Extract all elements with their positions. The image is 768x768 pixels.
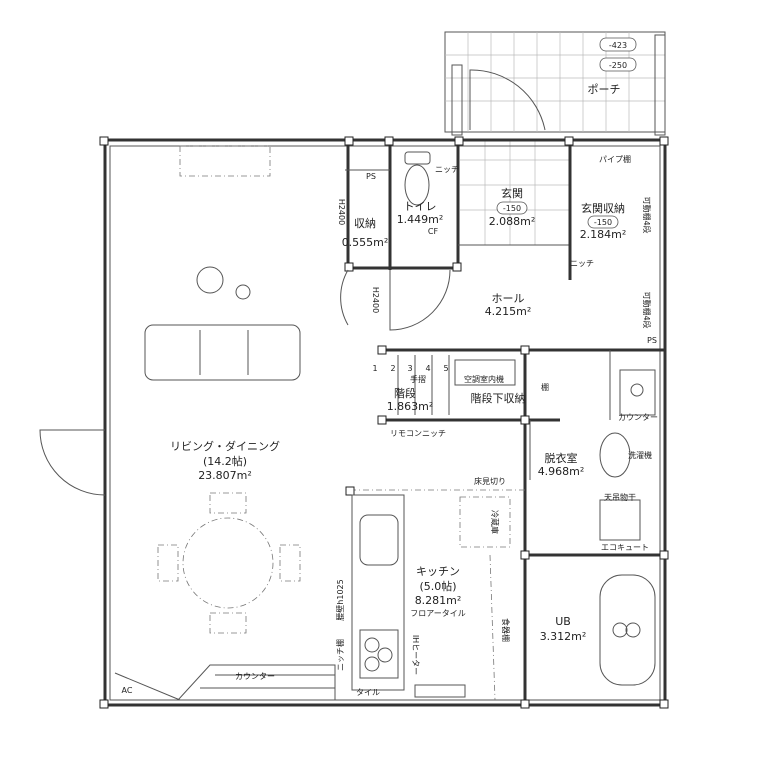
porch-level2: -250 (609, 61, 627, 70)
dressing-area: 4.968m² (538, 465, 585, 478)
movable-shelf-label-2: 可動棚4段 (642, 291, 652, 328)
cupboard-label: 食器棚 (501, 618, 511, 642)
storage-door-swing[interactable] (340, 269, 349, 326)
entrance-level: -150 (503, 204, 521, 213)
porch-label: ポーチ (588, 83, 621, 96)
counter (114, 664, 336, 701)
ps-label-1: PS (366, 172, 376, 181)
counter-label-2: カウンター (618, 413, 658, 422)
wall-height-label: 腰壁h1025 (335, 579, 345, 620)
pipe-shelf-label: パイプ棚 (599, 154, 631, 164)
shelf-label: 棚 (541, 382, 549, 392)
h2400-label-1: H2400 (337, 199, 346, 225)
ceiling-dryer-label: 天吊物干 (604, 492, 636, 502)
hall-area: 4.215m² (485, 305, 532, 318)
storage-area: 0.555m² (342, 236, 389, 249)
ps-label-2: PS (647, 336, 657, 345)
living-table (196, 266, 251, 300)
bathtub (599, 574, 656, 686)
kitchen-tatami: (5.0帖) (419, 580, 456, 593)
under-stairs-label: 階段下収納 (471, 391, 526, 405)
niche-label-1: ニッチ (435, 165, 459, 174)
living-label: リビング・ダイニング (170, 439, 280, 453)
toilet-door-swing[interactable] (389, 269, 451, 331)
stair-step-4: 4 (425, 364, 430, 373)
h2400-label-2: H2400 (371, 287, 380, 313)
fridge-label: 冷蔵庫 (490, 510, 500, 534)
living-area: 23.807m² (198, 469, 252, 482)
toilet-area: 1.449m² (397, 213, 444, 226)
living-tatami: (14.2帖) (203, 455, 247, 468)
sofa (144, 324, 301, 381)
stair-step-5: 5 (443, 364, 448, 373)
ih-label: IHヒーター (411, 635, 420, 675)
dining-table (157, 492, 301, 634)
entrance-area: 2.088m² (489, 215, 536, 228)
stair-step-2: 2 (390, 364, 395, 373)
porch-level1: -423 (609, 41, 627, 50)
structural-posts (99, 136, 669, 709)
kitchen-area: 8.281m² (415, 594, 462, 607)
stair-step-3: 3 (407, 364, 412, 373)
toilet-label: トイレ (404, 200, 437, 213)
porch-area (444, 31, 666, 136)
bath-area: 3.312m² (540, 630, 587, 643)
kitchen-counter (351, 494, 405, 691)
niche-shelf-label: ニッチ棚 (335, 639, 345, 671)
stairs-area: 1.863m² (387, 400, 434, 413)
stair-step-1: 1 (372, 364, 377, 373)
fridge-space (459, 496, 511, 548)
niche-label-2: ニッチ (570, 259, 594, 268)
entrance-tiles (460, 140, 570, 245)
entrance-storage-level: -150 (594, 218, 612, 227)
washroom-fixtures (599, 369, 656, 541)
stair-treads (397, 355, 516, 415)
bath-label: UB (555, 615, 571, 628)
counter-label: カウンター (235, 672, 275, 681)
entrance-label: 玄関 (501, 186, 523, 200)
storage-label: 収納 (354, 217, 376, 230)
handrail-label: 手摺 (410, 374, 426, 384)
toilet-cf: CF (428, 227, 439, 236)
kitchen-floor: フロアータイル (410, 609, 466, 618)
ecocute-label: エコキュート (601, 543, 649, 552)
dressing-label: 脱衣室 (545, 451, 578, 465)
toilet-fixture (404, 151, 431, 206)
ac-indoor-label: 空調室内機 (464, 374, 504, 384)
kitchen-label: キッチン (416, 565, 460, 578)
entrance-door-swing[interactable] (469, 69, 546, 131)
ac-label: AC (122, 686, 133, 695)
floor-cut-label: 床見切り (474, 476, 506, 486)
tv-unit (179, 145, 271, 177)
living-door-swing[interactable] (39, 429, 106, 496)
movable-shelf-label-1: 可動棚4段 (642, 196, 652, 233)
hall-label: ホール (492, 292, 525, 305)
remocon-niche-label: リモコンニッチ (390, 429, 446, 438)
entrance-storage-label: 玄関収納 (581, 201, 625, 215)
tile-label: タイル (356, 688, 380, 697)
stairs-label: 階段 (394, 386, 416, 400)
kitchen-window (414, 684, 466, 698)
washer-label: 洗濯機 (628, 450, 652, 460)
entrance-storage-area: 2.184m² (580, 228, 627, 241)
